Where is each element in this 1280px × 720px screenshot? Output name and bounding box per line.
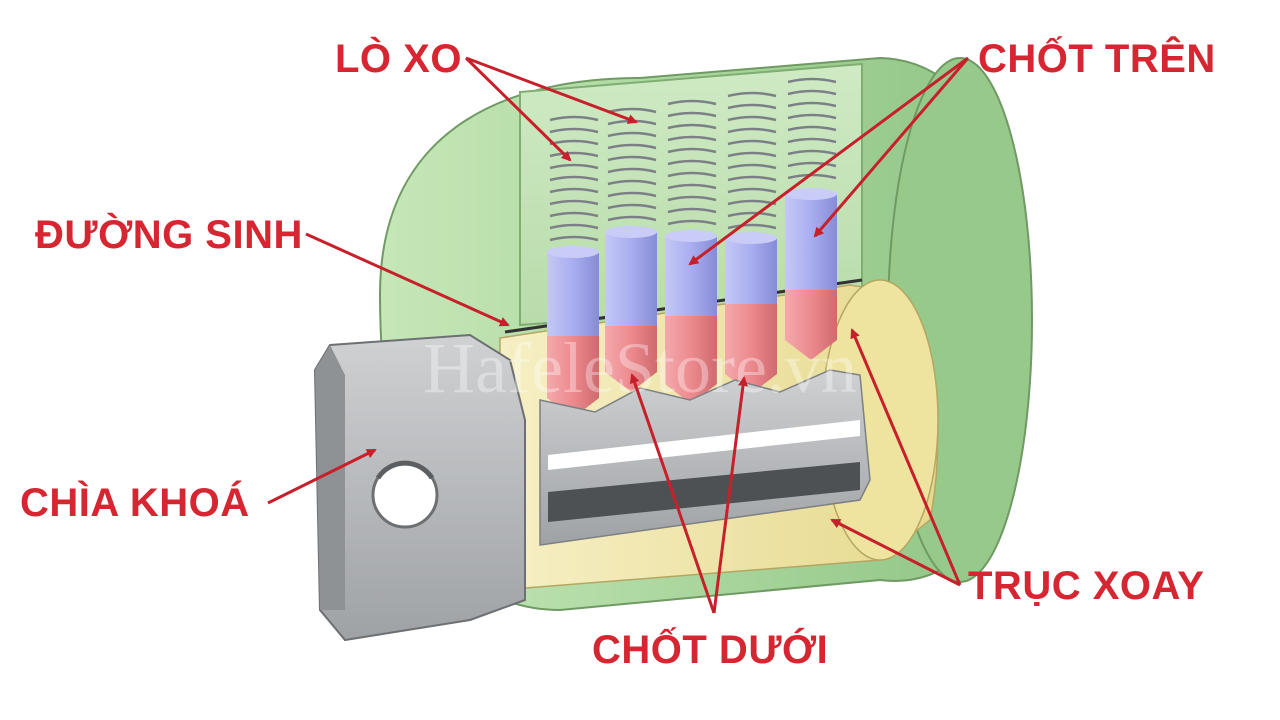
arrow-top-pin-2 xyxy=(813,57,970,238)
pin-stack-1 xyxy=(547,115,599,418)
bottom-pin xyxy=(725,304,777,394)
bottom-pin xyxy=(547,336,599,418)
label-springs: LÒ XO xyxy=(335,35,462,81)
arrow-plug-2 xyxy=(830,518,961,587)
arrow-springs-1 xyxy=(464,56,572,162)
pin-stack-4 xyxy=(725,91,777,394)
arrow-top-pin-1 xyxy=(688,56,969,266)
key xyxy=(313,333,871,642)
top-pin xyxy=(785,194,837,290)
bottom-pin xyxy=(785,290,837,360)
top-pin xyxy=(725,238,777,304)
bottom-pin xyxy=(665,316,717,404)
top-pin xyxy=(547,252,599,336)
spring xyxy=(549,115,599,242)
arrow-key xyxy=(267,448,377,505)
arrow-bottom-pin-2 xyxy=(712,376,748,614)
top-pin xyxy=(605,232,657,326)
annotation-arrows xyxy=(267,56,970,614)
pin-stack-2 xyxy=(605,107,657,392)
arrow-bottom-pin-1 xyxy=(629,373,716,614)
bottom-pin xyxy=(605,326,657,392)
labels: LÒ XO CHỐT TRÊN ĐƯỜNG SINH CHÌA KHOÁ TRỤ… xyxy=(20,35,1216,672)
label-plug: TRỤC XOAY xyxy=(968,564,1204,608)
pin-stack-5 xyxy=(785,77,837,360)
spring xyxy=(667,99,717,226)
label-key: CHÌA KHOÁ xyxy=(20,480,250,525)
arrow-shear-line xyxy=(305,232,510,327)
label-bottom-pins: CHỐT DƯỚI xyxy=(592,626,828,672)
arrow-springs-2 xyxy=(465,56,638,124)
label-top-pins: CHỐT TRÊN xyxy=(978,35,1216,81)
arrow-plug-1 xyxy=(850,328,962,586)
label-shear-line: ĐƯỜNG SINH xyxy=(35,211,303,257)
spring xyxy=(727,91,777,230)
